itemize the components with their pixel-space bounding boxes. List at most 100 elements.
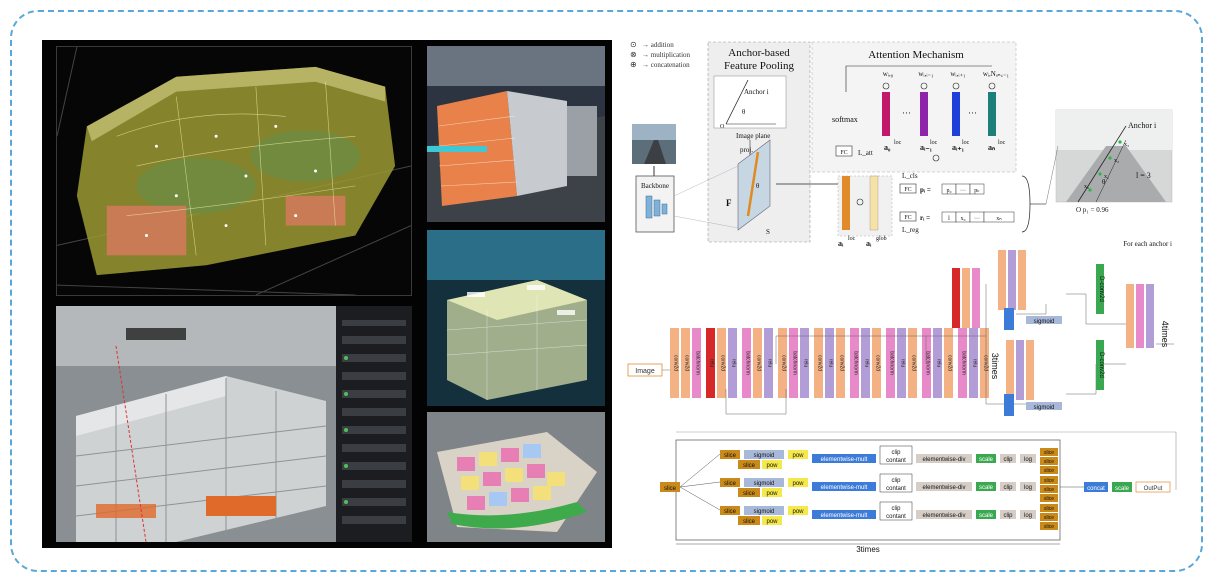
row3-ew-mult: elementwise-mult [821, 513, 868, 519]
s-back-label: S [766, 228, 770, 236]
slice-stack-box [1040, 485, 1058, 493]
fc-cls-label: FC [904, 187, 911, 193]
sigmoid-label-bottom: sigmoid [1034, 405, 1055, 411]
post-three-times: 3times [856, 545, 880, 554]
fc-reg-label: FC [904, 215, 911, 221]
cnn-layer-red [706, 328, 715, 398]
cnn-branch-layer-conv [998, 250, 1006, 310]
output-box [1135, 481, 1171, 493]
loc-super-i-plus-1: loc [962, 140, 970, 146]
operator-legend: ⊙ → addition ⊗ → multiplication ⊕ → conc… [630, 40, 691, 69]
row2-clip-bottom: contant [886, 486, 906, 492]
slice-stack-label: slice [1044, 524, 1054, 530]
deconv-block-bottom [1096, 340, 1104, 390]
row2-log: log [1024, 485, 1032, 491]
for-each-anchor: For each anchor i [1123, 240, 1172, 248]
cnn-branch-layer-conv [1006, 340, 1014, 400]
cnn-layer-relu [861, 328, 870, 398]
cnn-layer-bn [692, 328, 701, 398]
image-plane-label: Image plane [736, 132, 770, 140]
row1-pow-b: pow [766, 463, 778, 469]
row2-scale: scale [979, 485, 994, 491]
loc-vector-i-plus-1 [952, 92, 960, 136]
r-i-label: rᵢ = [920, 214, 930, 222]
slice-stack-label: slice [1044, 496, 1054, 502]
loc-label-0: a₀ [884, 143, 891, 152]
row3-clip: clip [1003, 513, 1013, 519]
cnn-branch-layer-conv [1026, 340, 1034, 400]
p-i-label: pᵢ = [920, 186, 931, 194]
row3-pow-b: pow [766, 519, 778, 525]
sigmoid-label-top: sigmoid [1034, 319, 1055, 325]
feature-theta: θ [756, 182, 760, 190]
cnn-layer-label: conv2d [673, 355, 679, 371]
row2-ew-mult: elementwise-mult [821, 485, 868, 491]
cnn-layer-relu [933, 328, 942, 398]
loc-super-0: loc [894, 140, 902, 146]
cnn-layer-relu [897, 328, 906, 398]
cnn-layer-conv [814, 328, 823, 398]
post-row-1: slice sigmoid slice pow pow elementwise-… [720, 445, 1036, 469]
row1-clip: clip [1003, 457, 1013, 463]
pooling-anchor-label: Anchor i [744, 88, 769, 96]
row1-slice: slice [724, 453, 737, 459]
city-model-render [56, 46, 412, 296]
origin-probability: O p₁ = 0.96 [1076, 206, 1109, 214]
slice-stack-box [1040, 522, 1058, 530]
cnn-branch-layer-relu [1008, 250, 1016, 310]
cnn-layer-bn [886, 328, 895, 398]
cnn-layer-label: conv2d [781, 355, 787, 371]
cnn-layer-label: relu [828, 359, 834, 368]
cnn-layer-label: conv2d [875, 355, 881, 371]
cnn-layer-label: relu [731, 359, 737, 368]
row1-slice-b: slice [743, 463, 756, 469]
p-cell-2: pₖ [974, 188, 980, 194]
cnn-layer-label: conv2d [720, 355, 726, 371]
attention-title: Attention Mechanism [868, 49, 964, 61]
slice-stack-label: slice [1044, 506, 1054, 512]
cnn-layer-relu [825, 328, 834, 398]
cnn-layer-label: conv2d [839, 355, 845, 371]
three-times-label: 3times [990, 353, 1000, 380]
concat-box [1084, 482, 1108, 492]
r-cell-2: ··· [974, 216, 980, 222]
cnn-layer-conv [872, 328, 881, 398]
pooling-theta: θ [742, 108, 746, 116]
cnn-layer-conv [908, 328, 917, 398]
dashed-frame [10, 10, 1203, 572]
cnn-layer-label: batchnorm [695, 351, 701, 375]
row3-log: log [1024, 513, 1032, 519]
r-cell-3: xₙ [996, 216, 1002, 222]
cnn-layer-label: conv2d [911, 355, 917, 371]
cnn-branch-layer-relu [1016, 340, 1024, 400]
fc-attention-label: FC [840, 150, 847, 156]
output-theta: θ [1102, 178, 1106, 186]
cnn-layer-bn [850, 328, 859, 398]
cnn-layer-label: relu [900, 359, 906, 368]
slice-stack-box [1040, 476, 1058, 484]
row1-clip-top: clip [891, 450, 901, 456]
cnn-layer-label: conv2d [947, 355, 953, 371]
output-label: OutPut [1144, 486, 1163, 492]
loc-label-i-plus-1: aᵢ₊₁ [952, 143, 965, 152]
cnn-layer-conv [717, 328, 726, 398]
cnn-layer-label: conv2d [756, 355, 762, 371]
loc-label-n: aₙ [988, 143, 995, 152]
slice-stack-label: slice [1044, 459, 1054, 465]
legend-symbol-addition: ⊙ [630, 40, 637, 49]
x3-label: x₃ [1124, 142, 1129, 148]
cnn-layer-label: relu [709, 359, 715, 368]
cnn-layer-label: conv2d [684, 355, 690, 371]
row1-ew-mult: elementwise-mult [821, 457, 868, 463]
x1-label: x₁ [1104, 174, 1109, 180]
pooling-title-line1: Anchor-based [728, 47, 790, 59]
a-i-loc-vector [842, 176, 850, 230]
final-scale-box [1112, 482, 1132, 492]
weight-i-minus-1: wᵢ,ᵢ₋₁ [918, 70, 933, 78]
l-reg-label: L_reg [902, 226, 919, 234]
p-cell-0: p₀ [946, 188, 951, 194]
cnn-layer-relu [728, 328, 737, 398]
weight-i-plus-1: wᵢ,ᵢ₊₁ [950, 70, 965, 78]
pooling-origin: O [720, 124, 725, 130]
cnn-layer-conv [944, 328, 953, 398]
